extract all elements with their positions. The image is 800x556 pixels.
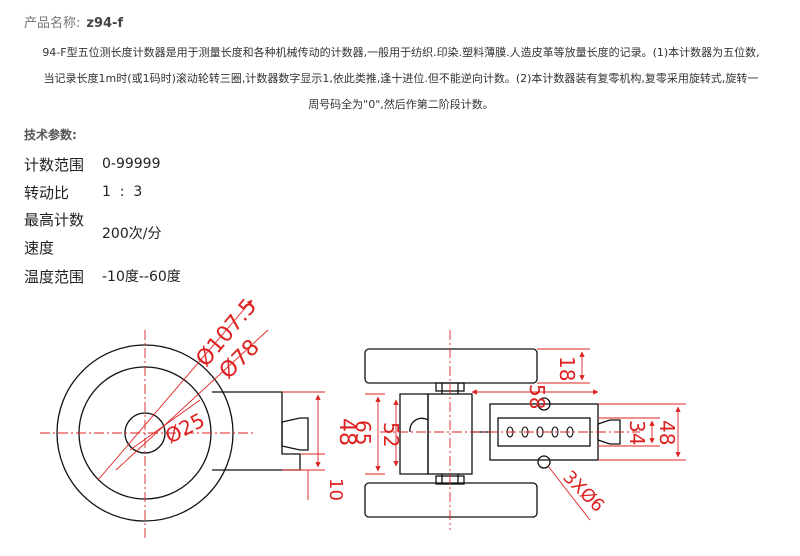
counter-nub [281,417,309,451]
counter-arm [212,391,301,471]
dim-counter-height: 48 [655,420,679,445]
product-name: 产品名称: z94-f [24,12,123,31]
dim-roller-span: 65 [351,420,375,445]
dim-foot-height: 10 [325,478,346,501]
counter-bottom-knob [537,455,551,469]
description-line: 94-F型五位测长度计数器是用于测量长度和各种机械传动的计数器,一般用于纺织.印… [42,46,760,59]
spec-label: 计数范围 [24,155,85,174]
product-name-label: 产品名称: [24,16,81,31]
side-view-labels: 65 52 18 58 34 48 3XØ6 [351,356,679,516]
bracket-curve [409,417,429,433]
dim-roller-width: 18 [555,356,579,381]
dim-counter-length: 58 [525,384,549,409]
side-bracket [399,393,429,475]
description-line: 周号码全为"0",然后作第二阶段计数。 [308,98,494,111]
front-view-centerlines [40,330,255,540]
tech-params-title: 技术参数: [24,128,77,142]
side-view-dimensions [365,348,686,521]
tech-params-table: 计数范围 0-99999 转动比 1 : 3 最高计数速度 200次/分 温度范… [22,150,183,290]
spec-label: 温度范围 [24,267,85,286]
spec-value: 200次/分 [102,226,162,242]
spec-value: 0-99999 [102,156,161,172]
side-view-centerlines [380,330,640,530]
spec-row: 最高计数速度 200次/分 [22,206,183,262]
counter-top-knob [537,397,551,411]
dim-nub-height: 34 [625,420,649,445]
bottom-roller [364,482,538,518]
technical-drawing: Ø107.5 Ø78 Ø25 48 10 [40,296,686,540]
spec-row: 温度范围 -10度--60度 [22,262,183,290]
dim-mounting-holes: 3XØ6 [558,467,608,517]
spec-row: 计数范围 0-99999 [22,150,183,178]
spec-row: 转动比 1 : 3 [22,178,183,206]
dim-bracket-height: 52 [379,422,403,447]
front-view-dimensions [97,299,325,500]
spec-value: 1 : 3 [102,184,143,200]
spec-label: 转动比 [24,183,70,202]
product-model: z94-f [86,16,124,31]
dim-hub-diameter: Ø25 [161,408,209,449]
dim-arm-height: 48 [334,418,359,446]
spec-value: -10度--60度 [102,269,181,285]
spec-label: 最高计数速度 [24,211,85,257]
top-roller [364,348,538,384]
counter-end-nub [597,419,621,445]
description-line: 当记录长度1m时(或1码时)滚动轮转三圈,计数器数字显示1,依此类推,逢十进位.… [43,72,759,85]
product-description: 94-F型五位测长度计数器是用于测量长度和各种机械传动的计数器,一般用于纺织.印… [20,40,782,118]
